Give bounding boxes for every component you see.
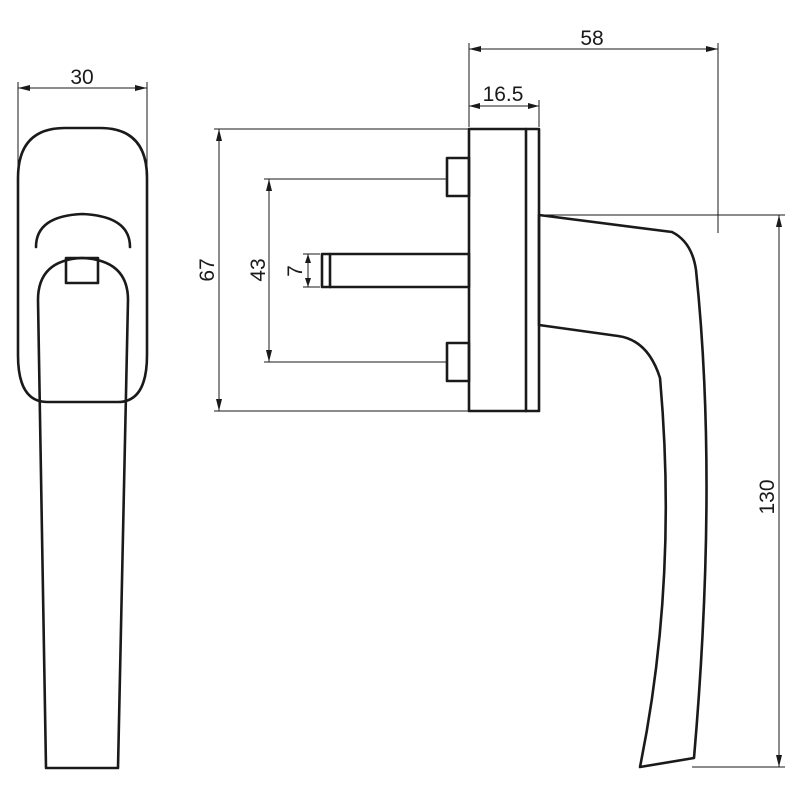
dimension-overall-depth: 58 [468, 27, 719, 233]
top-screw-stub [445, 156, 471, 198]
dimension-handle-height-label: 130 [756, 479, 779, 514]
dimension-front-width: 30 [17, 66, 148, 168]
dimension-rose-height-label: 67 [196, 258, 219, 281]
spindle-shaft [320, 252, 471, 289]
dimension-screw-spacing: 43 [247, 178, 446, 363]
side-handle-lever [537, 213, 708, 769]
dimension-rose-depth-label: 16.5 [483, 83, 524, 106]
dimension-screw-spacing-label: 43 [247, 258, 270, 281]
front-view [16, 126, 149, 770]
dimension-spindle-size: 7 [284, 253, 320, 288]
side-view [320, 127, 708, 769]
bottom-screw-stub [445, 341, 471, 383]
dimension-rose-height: 67 [196, 128, 468, 412]
dimension-spindle-size-label: 7 [284, 265, 307, 277]
front-rose-outline [16, 126, 149, 404]
front-collar-outline [34, 212, 132, 249]
front-spindle-square [64, 256, 100, 285]
dimension-front-width-label: 30 [70, 66, 93, 89]
dimension-rose-depth: 16.5 [469, 83, 540, 127]
dimension-handle-height: 130 [540, 214, 785, 768]
front-handle-outline [36, 256, 130, 770]
rose-base-plate [467, 127, 541, 413]
dimension-overall-depth-label: 58 [580, 27, 603, 50]
